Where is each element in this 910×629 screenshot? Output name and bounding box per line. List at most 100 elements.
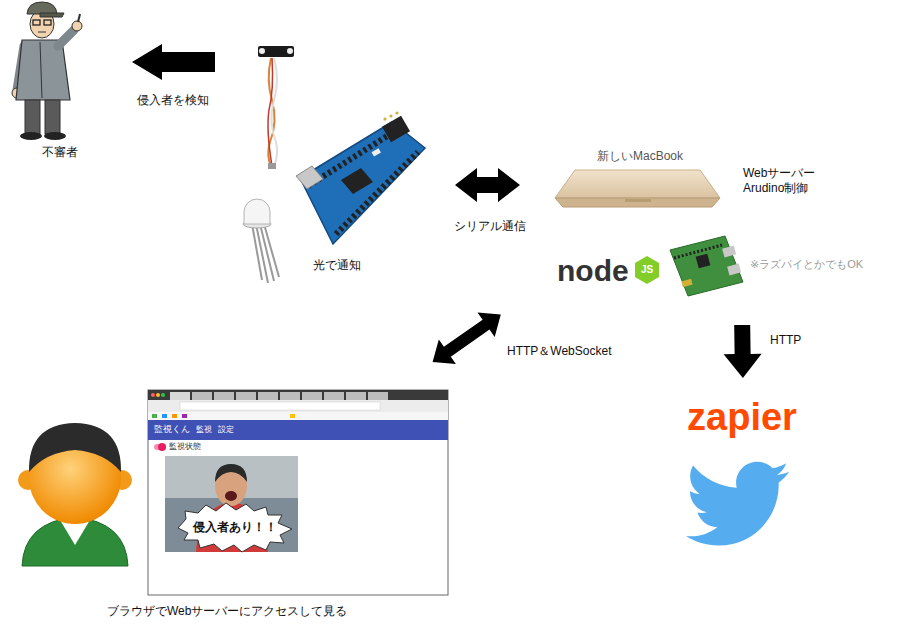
intruder-figure-part	[44, 20, 51, 25]
node-caption: zapier	[682, 398, 802, 436]
user-avatar-part	[29, 423, 121, 472]
intruder-figure-part	[20, 132, 42, 140]
browser-window-part	[290, 414, 295, 418]
browser-window-part	[154, 444, 166, 450]
arduino-board-part	[296, 166, 323, 189]
logo-or-ui-text: 監視状態	[169, 442, 201, 452]
node-caption: 光で通知	[313, 258, 361, 273]
browser-window-part	[162, 414, 167, 418]
led-part	[244, 199, 270, 224]
block-arrow	[433, 312, 501, 364]
block-arrow	[724, 325, 762, 378]
logo-or-ui-text: JS	[635, 264, 659, 276]
led	[243, 199, 279, 283]
arduino-board-part	[395, 111, 398, 114]
edge-label: HTTP＆WebSocket	[505, 344, 613, 358]
browser-window-part	[182, 414, 187, 418]
raspberry-pi	[670, 236, 743, 296]
sensor-module-part	[287, 48, 293, 54]
logo-or-ui-text: 侵入者あり！！	[178, 520, 292, 534]
browser-window-part	[215, 464, 247, 482]
browser-window-part	[165, 498, 298, 552]
figure-node: zapier	[682, 390, 804, 445]
intruder-figure-part	[58, 30, 74, 46]
edge-label: シリアル通信	[452, 219, 528, 233]
laptop-part	[555, 170, 720, 198]
browser-window-part	[346, 392, 366, 400]
nodejs-logo	[635, 256, 659, 284]
sensor-module-part	[268, 163, 276, 169]
logo-or-ui-text: 監視くん	[154, 424, 190, 435]
browser-window-part	[324, 392, 344, 400]
sensor-module-part	[259, 48, 265, 54]
browser-window-part	[214, 392, 234, 400]
browser-window-part	[368, 392, 388, 400]
intruder-figure-part	[25, 100, 40, 134]
twitter-logo	[686, 462, 789, 546]
browser-window-part	[180, 402, 380, 410]
browser-window-part	[178, 503, 292, 552]
browser-window-part	[148, 412, 448, 420]
intruder-figure-part	[45, 100, 60, 134]
intruder-figure-part	[33, 20, 40, 25]
laptop-part	[625, 199, 651, 202]
browser-window-part	[280, 392, 300, 400]
arduino-board-part	[300, 122, 425, 244]
user-avatar-part	[22, 517, 128, 566]
browser-window-part	[172, 414, 177, 418]
intruder-figure-part	[40, 13, 64, 17]
node-caption: ※ラズパイとかでもOK	[750, 258, 863, 272]
led-part	[264, 224, 279, 277]
browser-window-part	[170, 392, 190, 400]
browser-window-part	[225, 491, 237, 501]
browser-window-part	[236, 392, 256, 400]
raspberry-pi-part	[722, 246, 736, 258]
edge-label: 侵入者を検知	[135, 93, 211, 107]
node-caption: ブラウザでWebサーバーにアクセスして見る	[107, 604, 347, 619]
figure-node: ブラウザでWebサーバーにアクセスして見る	[10, 385, 455, 621]
arduino-board	[296, 111, 425, 244]
browser-window-part	[148, 390, 448, 595]
intruder-figure-part	[16, 40, 70, 100]
raspberry-pi-part	[681, 279, 692, 287]
sensor-module-part	[268, 58, 273, 166]
intruder-figure-part	[78, 14, 80, 22]
node-caption: 新しいMacBook	[597, 149, 683, 164]
logo-or-ui-text: 監視	[196, 425, 212, 435]
browser-window-part	[151, 393, 155, 397]
raspberry-pi-part	[727, 264, 741, 276]
browser-window-part	[158, 443, 166, 451]
intruder-figure-part	[38, 32, 46, 33]
raspberry-pi-part	[670, 236, 743, 296]
twitter-logo-part	[686, 462, 789, 546]
intruder-figure-part	[40, 42, 42, 98]
laptop-part	[555, 198, 720, 207]
block-arrow	[132, 44, 215, 80]
sensor-module-part	[258, 46, 294, 57]
nodejs-logo-part	[635, 256, 659, 284]
intruder-figure	[12, 2, 82, 140]
arduino-board-part	[372, 148, 381, 156]
user-avatar	[18, 423, 132, 566]
browser-window-part	[148, 400, 448, 412]
node-caption: Webサーバー Arudino制御	[743, 166, 833, 196]
arduino-board-part	[336, 152, 418, 234]
raspberry-pi-part	[696, 254, 711, 269]
intruder-figure-part	[27, 2, 57, 14]
arduino-board-part	[389, 114, 392, 117]
browser-window-part	[148, 390, 448, 400]
logo-or-ui-text: node	[557, 253, 629, 289]
intruder-figure-part	[72, 21, 82, 31]
browser-window-part	[258, 392, 278, 400]
arduino-board-part	[382, 116, 410, 143]
browser-window-part	[152, 414, 157, 418]
logo-or-ui-text: 設定	[218, 425, 234, 435]
node-caption: 不審者	[10, 145, 110, 160]
browser-window-part	[161, 393, 165, 397]
browser-window-part	[148, 420, 448, 440]
block-arrow	[455, 168, 520, 202]
edge-label: HTTP	[768, 333, 803, 347]
arduino-board-part	[383, 117, 386, 120]
browser-window-part	[302, 392, 322, 400]
